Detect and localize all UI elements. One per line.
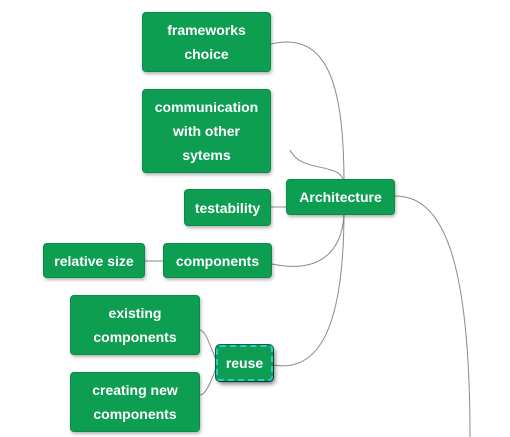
link-architecture-components (271, 209, 345, 267)
node-communication-with-other-systems[interactable]: communication with other sytems (142, 89, 271, 173)
link-architecture-frameworks (270, 41, 345, 186)
node-components[interactable]: components (163, 243, 272, 278)
node-existing-components[interactable]: existing components (70, 295, 200, 355)
link-architecture-reuse (272, 209, 345, 367)
link-reuse-existing (199, 329, 217, 361)
link-reuse-creating (199, 367, 217, 396)
node-creating-new-components[interactable]: creating new components (70, 372, 200, 432)
link-architecture-offscreen (394, 195, 471, 437)
node-reuse-selected[interactable]: reuse (216, 345, 273, 381)
node-relative-size[interactable]: relative size (43, 243, 145, 278)
node-testability[interactable]: testability (184, 189, 271, 226)
link-architecture-communication (289, 149, 345, 186)
node-architecture-root[interactable]: Architecture (286, 179, 395, 215)
node-frameworks-choice[interactable]: frameworks choice (142, 12, 271, 72)
